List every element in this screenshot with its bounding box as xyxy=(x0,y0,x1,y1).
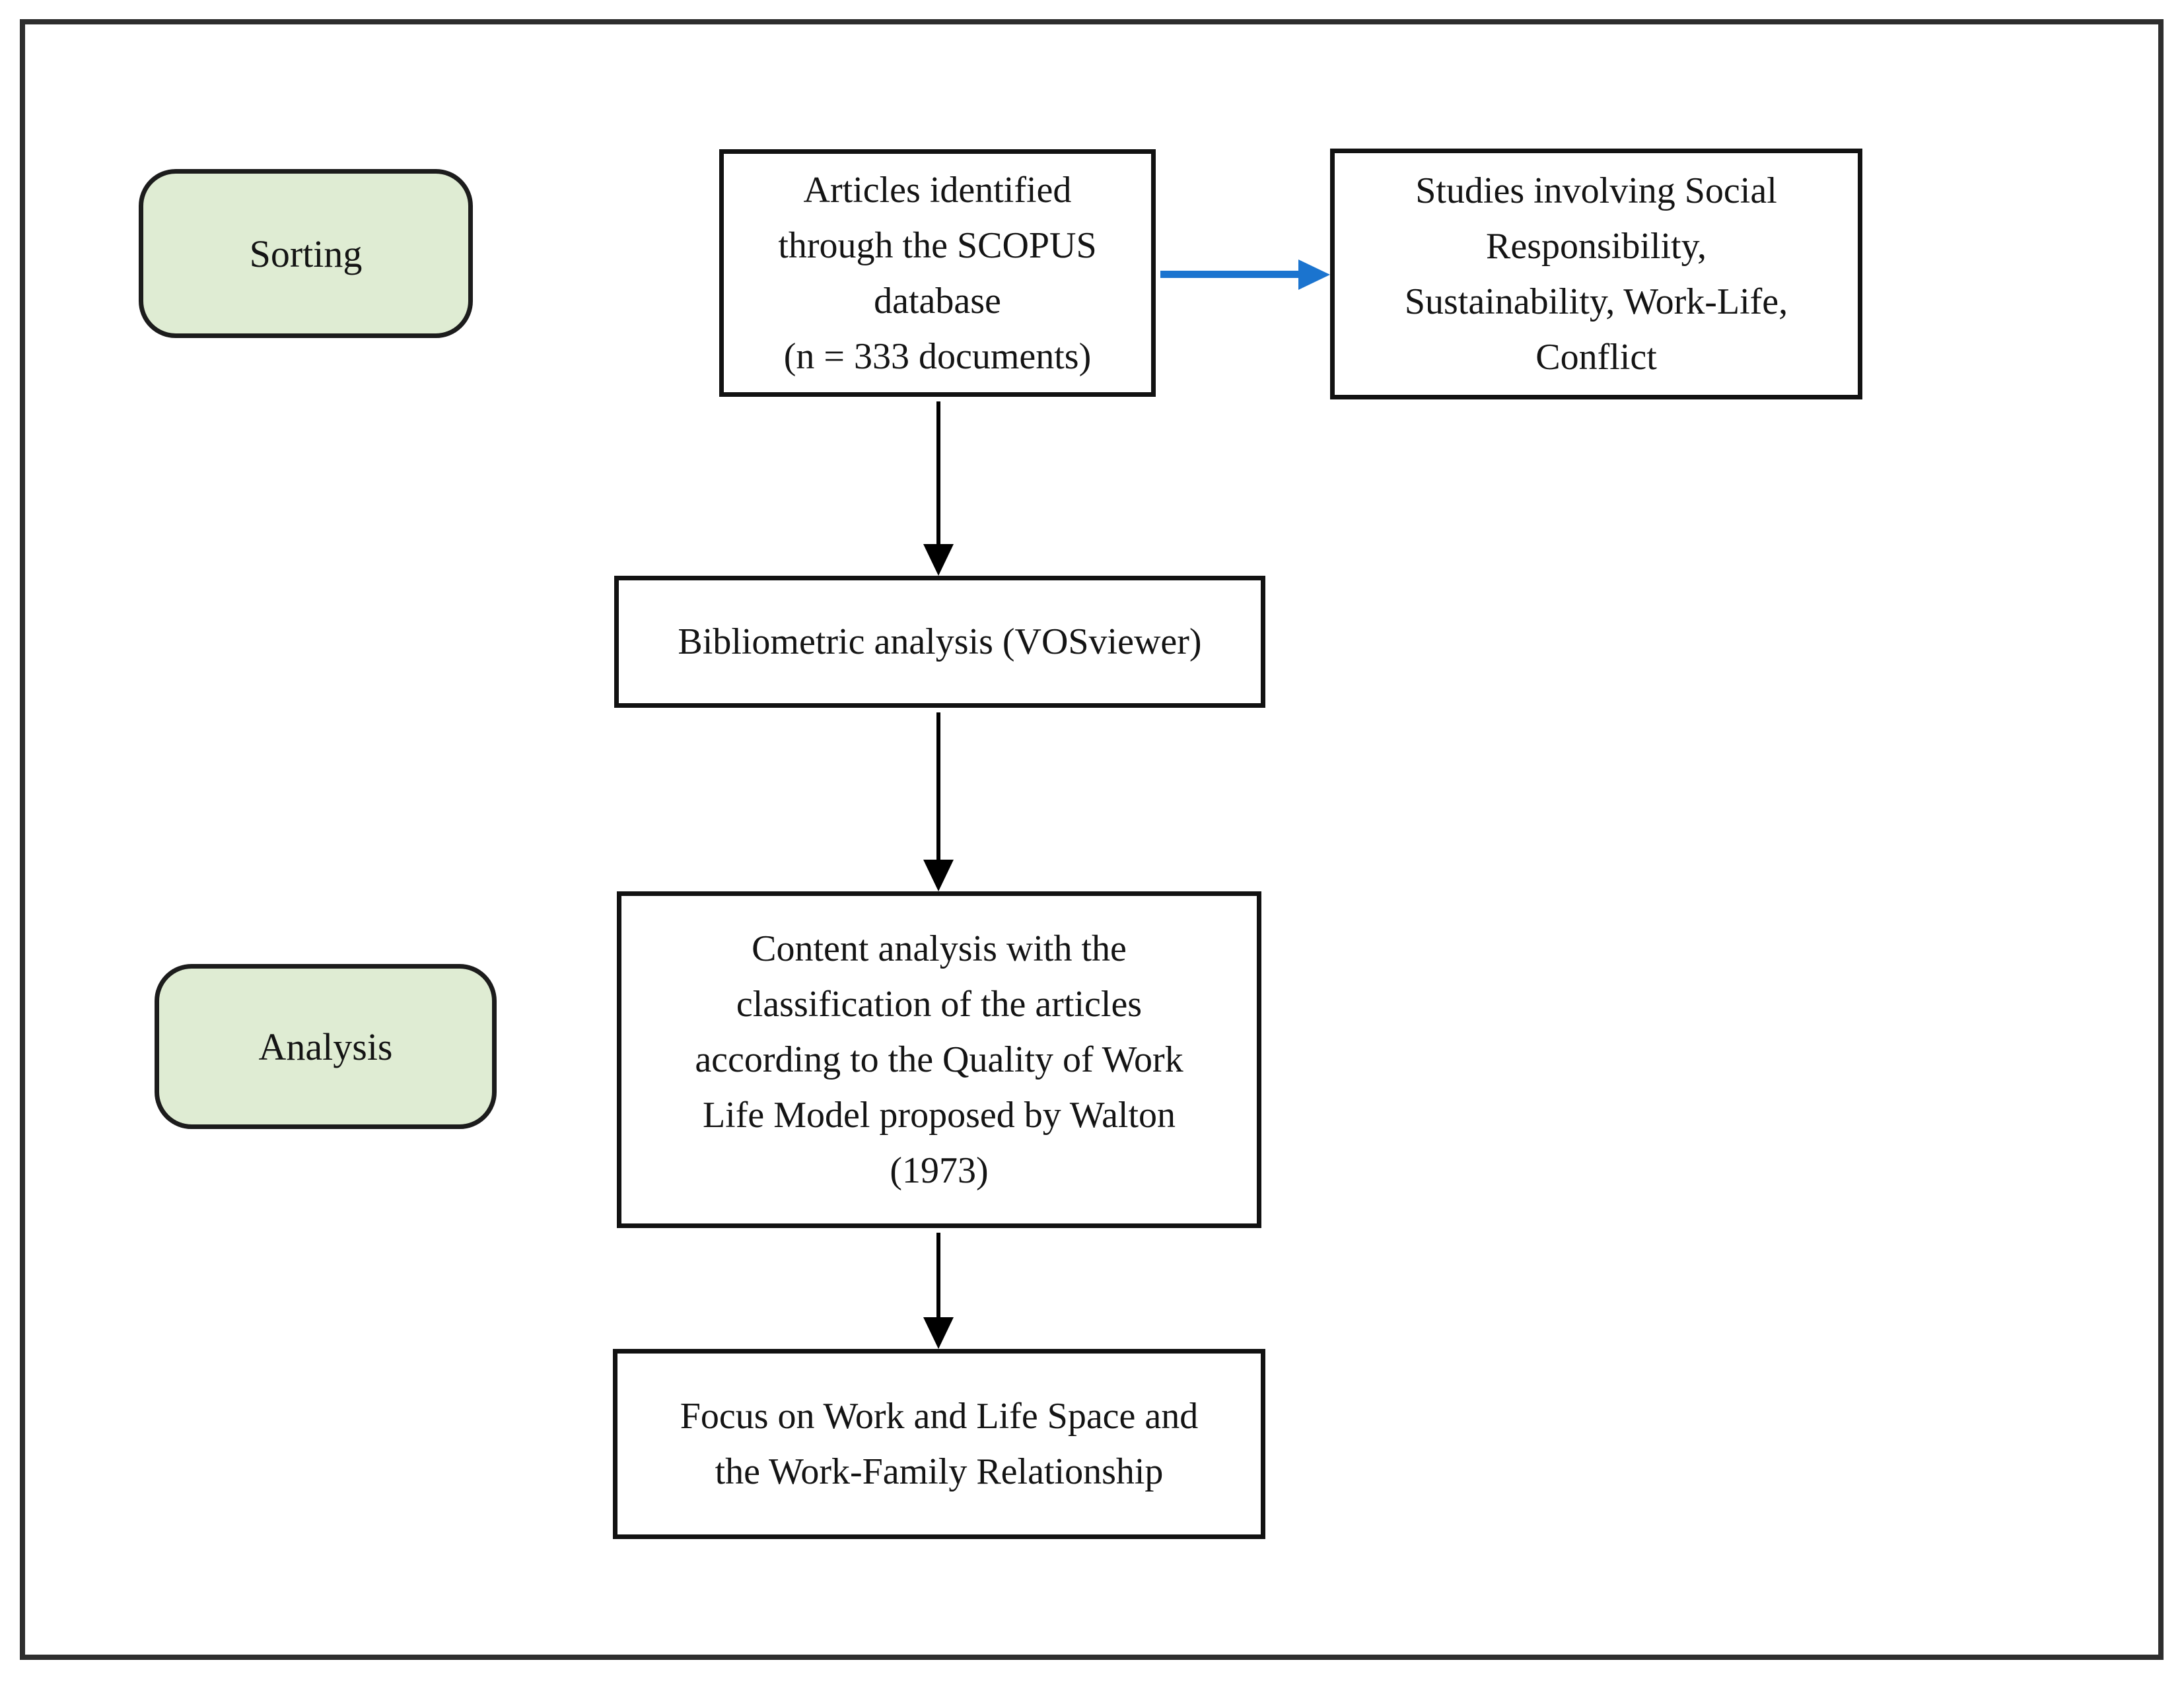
arrow-down-head-icon xyxy=(923,860,954,891)
arrow-articles-to-studies-shaft xyxy=(1160,271,1300,278)
arrow-down-head-icon xyxy=(923,1317,954,1349)
node-focus-work-life: Focus on Work and Life Space and the Wor… xyxy=(613,1349,1265,1539)
stage-badge-sorting: Sorting xyxy=(139,169,473,338)
arrow-right-head-icon xyxy=(1298,259,1330,290)
arrow-articles-to-bibliometric-shaft xyxy=(936,401,940,544)
arrow-bibliometric-to-content-shaft xyxy=(936,712,940,860)
node-studies-involving-label: Studies involving Social Responsibility,… xyxy=(1404,170,1788,378)
stage-badge-analysis: Analysis xyxy=(155,964,497,1129)
node-bibliometric-analysis: Bibliometric analysis (VOSviewer) xyxy=(614,576,1265,708)
arrow-content-to-focus-shaft xyxy=(936,1233,940,1318)
stage-badge-analysis-label: Analysis xyxy=(258,1025,393,1068)
node-articles-identified: Articles identified through the SCOPUS d… xyxy=(719,149,1156,397)
node-bibliometric-analysis-label: Bibliometric analysis (VOSviewer) xyxy=(678,621,1202,662)
node-content-analysis-label: Content analysis with the classification… xyxy=(695,928,1183,1191)
node-focus-work-life-label: Focus on Work and Life Space and the Wor… xyxy=(680,1396,1199,1492)
node-content-analysis: Content analysis with the classification… xyxy=(617,891,1261,1228)
node-articles-identified-label: Articles identified through the SCOPUS d… xyxy=(778,169,1097,377)
stage-badge-sorting-label: Sorting xyxy=(249,232,363,275)
node-studies-involving: Studies involving Social Responsibility,… xyxy=(1330,149,1862,399)
arrow-down-head-icon xyxy=(923,544,954,576)
